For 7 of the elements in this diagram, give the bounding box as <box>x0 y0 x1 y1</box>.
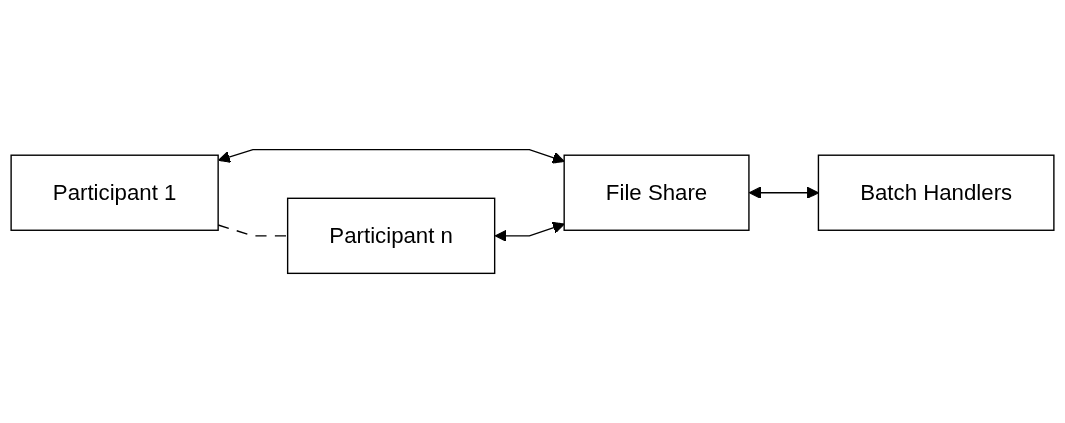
node-box: File Share <box>563 154 750 231</box>
node-box: Batch Handlers <box>817 154 1055 231</box>
arrow <box>494 221 565 242</box>
node-box: Participant n <box>286 197 496 275</box>
arrow <box>748 186 819 199</box>
arrow <box>218 148 565 164</box>
node-box: Participant 1 <box>10 154 219 231</box>
